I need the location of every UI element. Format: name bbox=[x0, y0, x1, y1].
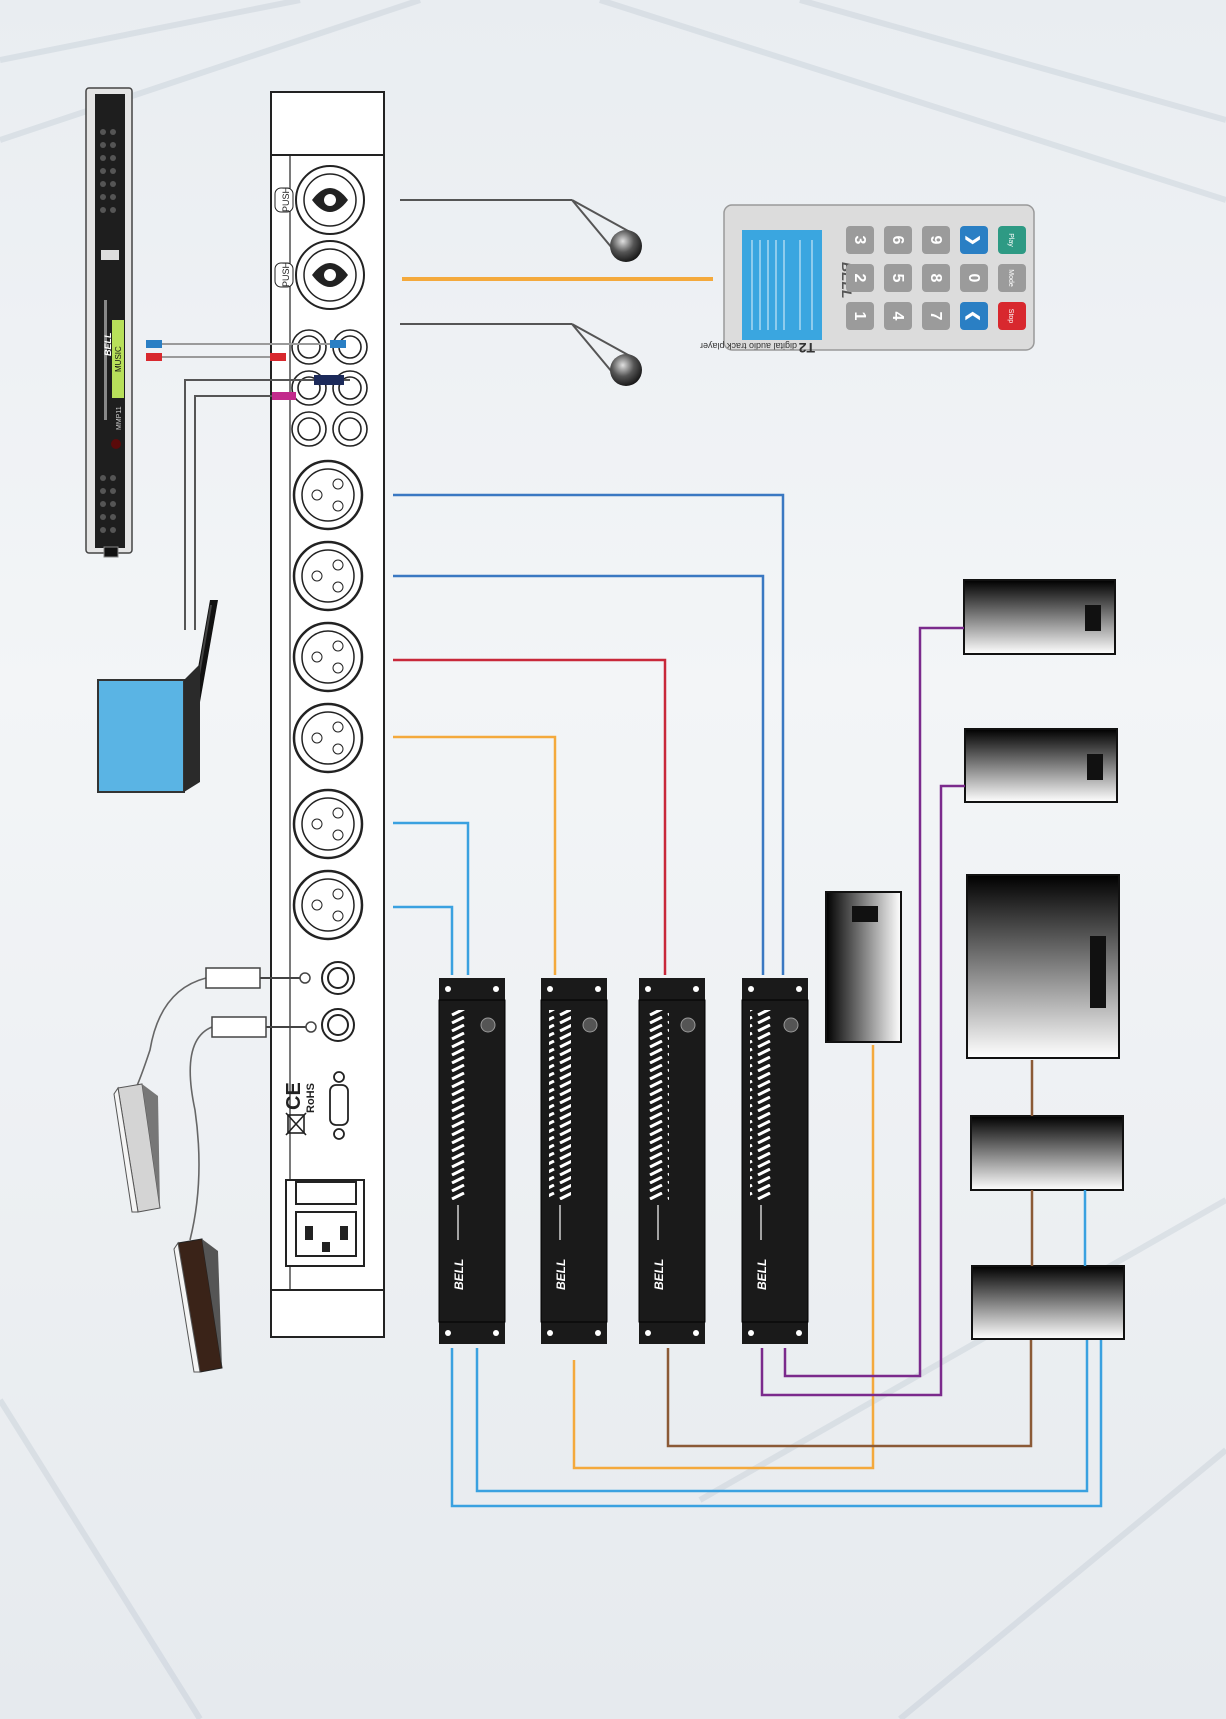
amplifier-brand: BELL bbox=[452, 1259, 466, 1290]
svg-text:2: 2 bbox=[851, 274, 868, 283]
speaker-icon bbox=[971, 1116, 1123, 1190]
xlr-signal-cables bbox=[393, 495, 783, 975]
remote-key-2[interactable]: 2 bbox=[846, 264, 874, 292]
amplifier-brand: BELL bbox=[554, 1259, 568, 1290]
xlr-output-1 bbox=[294, 461, 362, 529]
amplifier-2: BELL bbox=[541, 978, 607, 1344]
iec-power-inlet-icon[interactable] bbox=[286, 1180, 364, 1266]
svg-text:❯: ❯ bbox=[965, 234, 982, 246]
remote-key-3[interactable]: 3 bbox=[846, 226, 874, 254]
amplifier-4: BELL bbox=[742, 978, 808, 1344]
svg-text:7: 7 bbox=[927, 312, 944, 321]
footswitch-icon bbox=[174, 1239, 222, 1372]
remote-model: T2 bbox=[798, 340, 815, 356]
remote-key-6[interactable]: 6 bbox=[884, 226, 912, 254]
speaker-icon bbox=[826, 892, 901, 1042]
ce-mark: CE bbox=[283, 1082, 305, 1110]
svg-text:1: 1 bbox=[851, 312, 868, 321]
svg-text:9: 9 bbox=[927, 236, 944, 245]
remote-prev-button[interactable]: ❮ bbox=[960, 302, 988, 330]
sd-card-slot[interactable] bbox=[104, 300, 107, 420]
xlr-output-5 bbox=[294, 790, 362, 858]
svg-text:0: 0 bbox=[965, 274, 982, 283]
svg-text:❮: ❮ bbox=[965, 310, 982, 322]
amplifier-brand: BELL bbox=[755, 1259, 769, 1290]
speaker-icon bbox=[972, 1266, 1124, 1339]
xlr-output-2 bbox=[294, 542, 362, 610]
rohs-mark: RoHS bbox=[305, 1083, 317, 1113]
amplifier-3: BELL bbox=[639, 978, 705, 1344]
remote-next-button[interactable]: ❯ bbox=[960, 226, 988, 254]
svg-text:Stop: Stop bbox=[1007, 309, 1014, 324]
remote-stop-button[interactable]: Stop bbox=[998, 302, 1026, 330]
push-label-1: PUSH bbox=[281, 187, 291, 212]
player-ir-sensor bbox=[111, 439, 121, 449]
svg-text:5: 5 bbox=[889, 274, 906, 283]
mixer-rear-panel: PUSH PUSH bbox=[271, 92, 384, 1337]
xlr-output-4 bbox=[294, 704, 362, 772]
amplifier-brand: BELL bbox=[652, 1259, 666, 1290]
xlr-output-3 bbox=[294, 623, 362, 691]
remote-key-7[interactable]: 7 bbox=[922, 302, 950, 330]
remote-mode-button[interactable]: Mode bbox=[998, 264, 1026, 292]
remote-key-5[interactable]: 5 bbox=[884, 264, 912, 292]
xlr-output-6 bbox=[294, 871, 362, 939]
svg-text:8: 8 bbox=[927, 274, 944, 283]
player-model-label: MMP11 bbox=[116, 406, 123, 430]
usb-port[interactable] bbox=[101, 250, 119, 260]
microphone-icon bbox=[400, 324, 642, 386]
remote-subtitle: digital audio track player bbox=[700, 341, 797, 351]
speaker-icon bbox=[964, 580, 1115, 654]
remote-screen bbox=[742, 230, 822, 340]
remote-play-button[interactable]: Play bbox=[998, 226, 1026, 254]
push-label-2: PUSH bbox=[281, 262, 291, 287]
remote-control: T2 digital audio track player BELL 3 6 9… bbox=[700, 205, 1034, 356]
amplifier-1: BELL bbox=[439, 978, 505, 1344]
svg-text:4: 4 bbox=[889, 312, 906, 321]
svg-text:3: 3 bbox=[851, 236, 868, 245]
remote-key-9[interactable]: 9 bbox=[922, 226, 950, 254]
speaker-icon bbox=[967, 875, 1119, 1058]
remote-key-8[interactable]: 8 bbox=[922, 264, 950, 292]
player-brand-logo: BELL bbox=[103, 333, 113, 357]
remote-key-0[interactable]: 0 bbox=[960, 264, 988, 292]
microphone-icon bbox=[400, 200, 642, 262]
svg-text:Play: Play bbox=[1007, 233, 1014, 247]
footswitch-icon bbox=[114, 1084, 160, 1212]
player-power-switch[interactable] bbox=[104, 547, 118, 557]
svg-text:6: 6 bbox=[889, 236, 906, 245]
laptop-icon bbox=[98, 600, 218, 792]
svg-text:Mode: Mode bbox=[1007, 269, 1014, 287]
media-player-unit: MUSIC BELL MMP11 bbox=[86, 88, 132, 557]
remote-key-1[interactable]: 1 bbox=[846, 302, 874, 330]
speaker-icon bbox=[965, 729, 1117, 802]
remote-key-4[interactable]: 4 bbox=[884, 302, 912, 330]
player-lcd-text: MUSIC bbox=[114, 346, 123, 372]
